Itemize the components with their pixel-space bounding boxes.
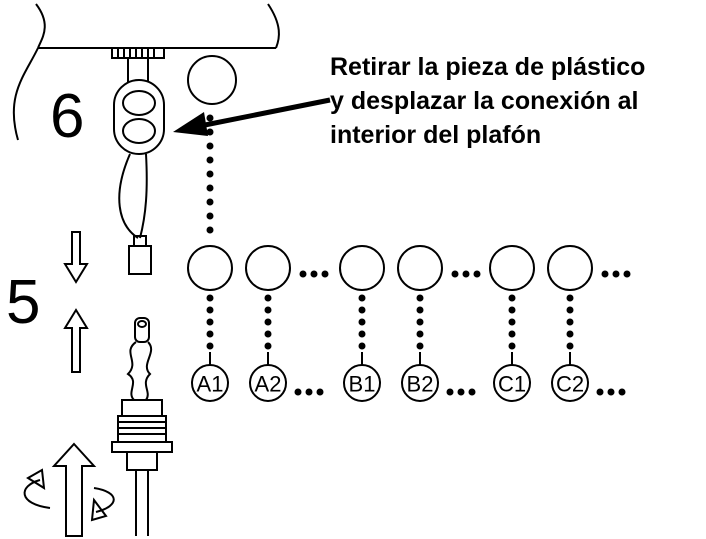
socket-circle: [245, 245, 291, 291]
instruction-line-3: interior del plafón: [330, 121, 542, 149]
down-arrow-icon: [63, 231, 89, 284]
socket-circle: [489, 245, 535, 291]
step-number-5: 5: [6, 268, 41, 337]
plastic-piece: [113, 79, 165, 155]
terminal-label-b1: B1: [349, 372, 376, 397]
socket-circle: [339, 245, 385, 291]
terminal-label-a1: A1: [197, 372, 224, 397]
terminal-label-c1: C1: [498, 372, 526, 397]
step-number-6: 6: [50, 82, 85, 151]
terminal-label-c2: C2: [556, 372, 584, 397]
instruction-line-2: y desplazar la conexión al: [330, 87, 639, 115]
mounting-hole: [187, 55, 237, 105]
terminal-label-a2: A2: [255, 372, 282, 397]
continuation-dots-bottom: [294, 388, 626, 396]
lower-connector: [126, 317, 153, 401]
pointer-arrow: [173, 97, 331, 136]
dotted-link-hole: [206, 114, 214, 234]
socket-circle: [397, 245, 443, 291]
vertical-dotted-links: [206, 294, 574, 350]
terminal-label-b2: B2: [407, 372, 434, 397]
terminal-stems: [209, 352, 571, 366]
instruction-text: Retirar la pieza de plástico y desplazar…: [330, 50, 700, 152]
terminal-circles: A1 A2 B1 B2 C1 C2: [191, 364, 589, 402]
top-circles: [187, 245, 593, 291]
threaded-fitting: [111, 399, 173, 536]
socket-circle: [187, 245, 233, 291]
up-arrow-icon: [63, 308, 89, 373]
continuation-dots-top: [299, 270, 631, 278]
rotate-arrow-icon: [23, 442, 115, 537]
instruction-line-1: Retirar la pieza de plástico: [330, 53, 646, 81]
socket-circle: [547, 245, 593, 291]
upper-connector: [118, 153, 152, 275]
cable-clamp: [111, 47, 165, 82]
